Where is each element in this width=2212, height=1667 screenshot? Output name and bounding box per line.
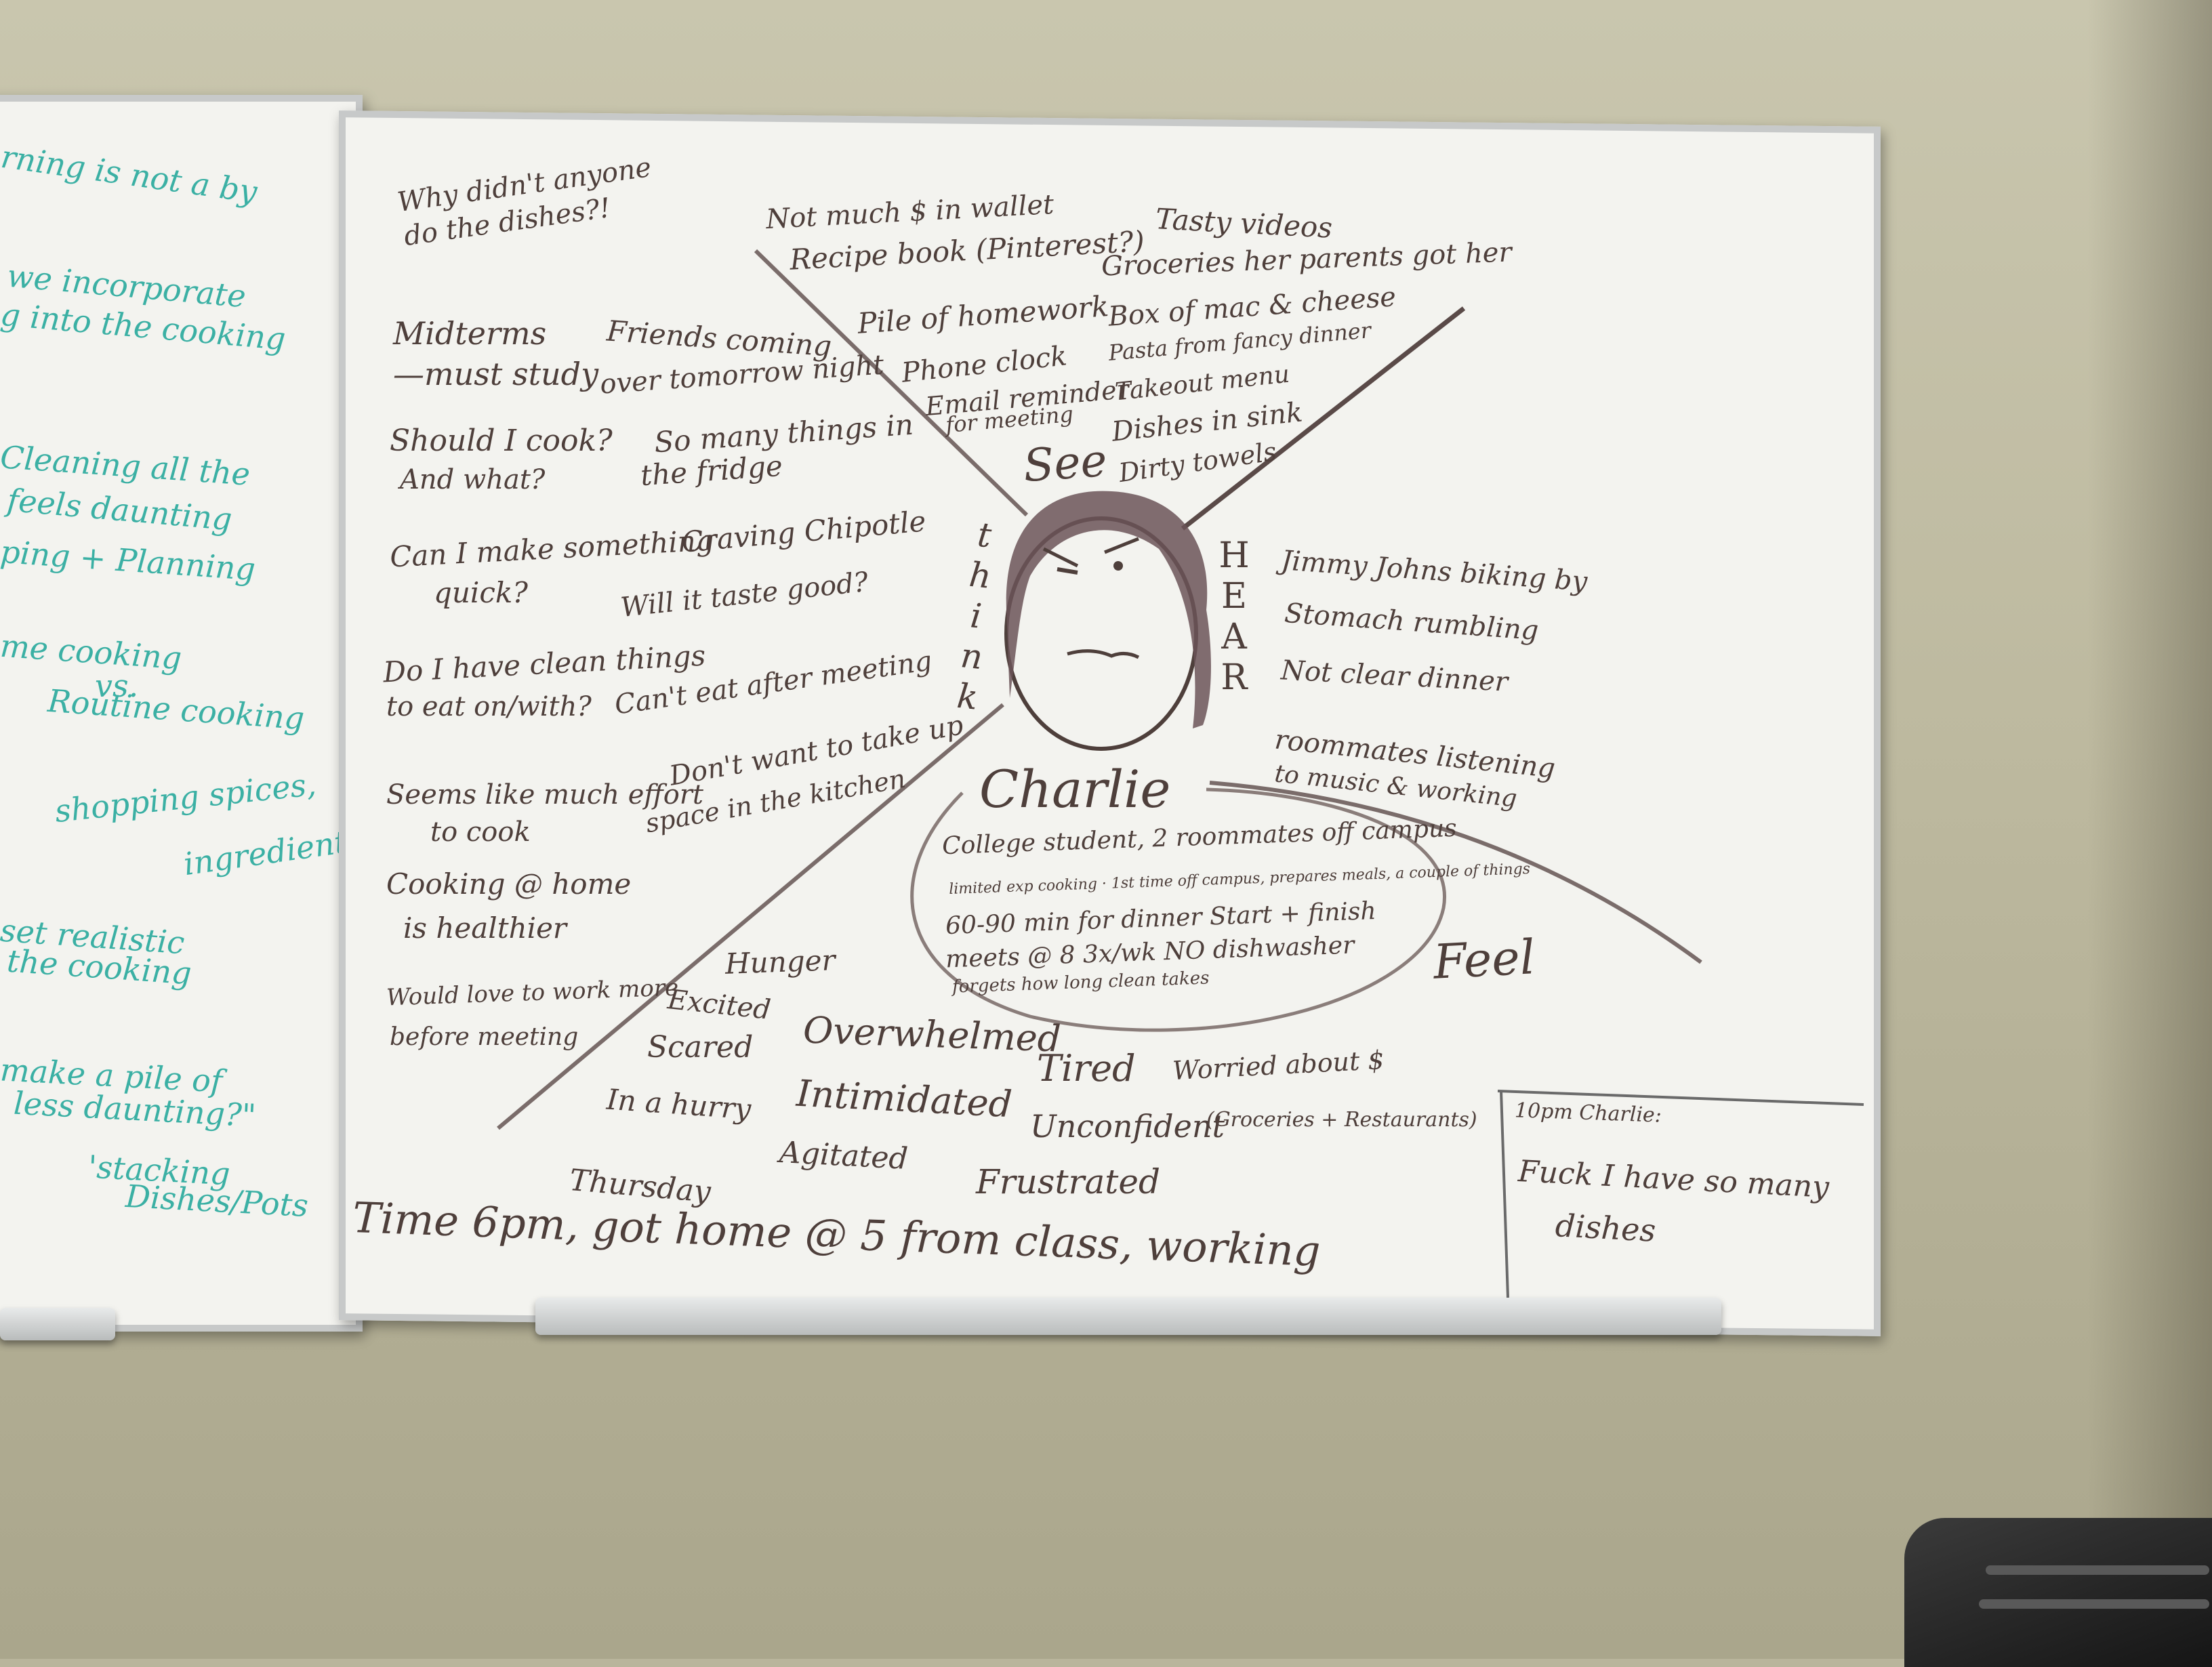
think-item: before meeting: [390, 1023, 579, 1051]
see-label: See: [1021, 434, 1109, 493]
face-eye-right: [1113, 561, 1123, 571]
feel-item: Agitated: [778, 1135, 909, 1176]
persona-name: Charlie: [979, 759, 1171, 819]
face-brow-left: [1042, 547, 1079, 568]
think-item: Midterms: [393, 315, 547, 352]
divider-see-think: [754, 249, 1029, 517]
think-item: Should I cook?: [390, 424, 613, 458]
divider-think-feel: [497, 703, 1004, 1130]
feel-item: Overwhelmed: [802, 1008, 1062, 1061]
think-item: Seems like much effort: [386, 779, 703, 810]
persona-oval: [910, 787, 1446, 1032]
think-item: is healthier: [403, 911, 567, 945]
left-whiteboard: [0, 95, 363, 1332]
face-mouth: [1067, 649, 1140, 659]
feel-item: Scared: [647, 1030, 754, 1065]
teal-note: vs.: [95, 667, 139, 704]
face-brow-right: [1104, 537, 1139, 554]
think-item: to cook: [430, 817, 531, 848]
think-item: quick?: [434, 576, 528, 609]
chair: [1904, 1518, 2212, 1667]
feel-item: (Groceries + Restaurants): [1206, 1108, 1477, 1132]
feel-label: Feel: [1431, 929, 1537, 990]
hear-label: HEAR: [1214, 535, 1254, 698]
face-hair: [1006, 491, 1211, 728]
feel-item: Frustrated: [976, 1162, 1160, 1201]
quote-line: dishes: [1554, 1207, 1657, 1249]
divider-see-hear: [1181, 306, 1466, 531]
chair-slat: [1979, 1599, 2209, 1609]
left-marker-tray: [0, 1308, 115, 1340]
chair-slat: [1986, 1565, 2209, 1575]
feel-item: Unconfident: [1030, 1108, 1225, 1145]
wall-corner-shadow: [2087, 0, 2212, 1659]
think-item: —must study: [393, 356, 599, 392]
quote-box-left: [1500, 1090, 1509, 1298]
main-marker-tray: [535, 1298, 1721, 1335]
divider-hear-feel: [1209, 781, 1702, 964]
quote-box-top: [1497, 1090, 1864, 1106]
feel-item: Tired: [1037, 1047, 1136, 1090]
face-eye-left: [1057, 567, 1078, 575]
think-item: Cooking @ home: [386, 867, 632, 901]
think-item: to eat on/with?: [386, 691, 592, 722]
think-item: And what?: [400, 464, 546, 495]
feel-item: Hunger: [724, 943, 836, 981]
